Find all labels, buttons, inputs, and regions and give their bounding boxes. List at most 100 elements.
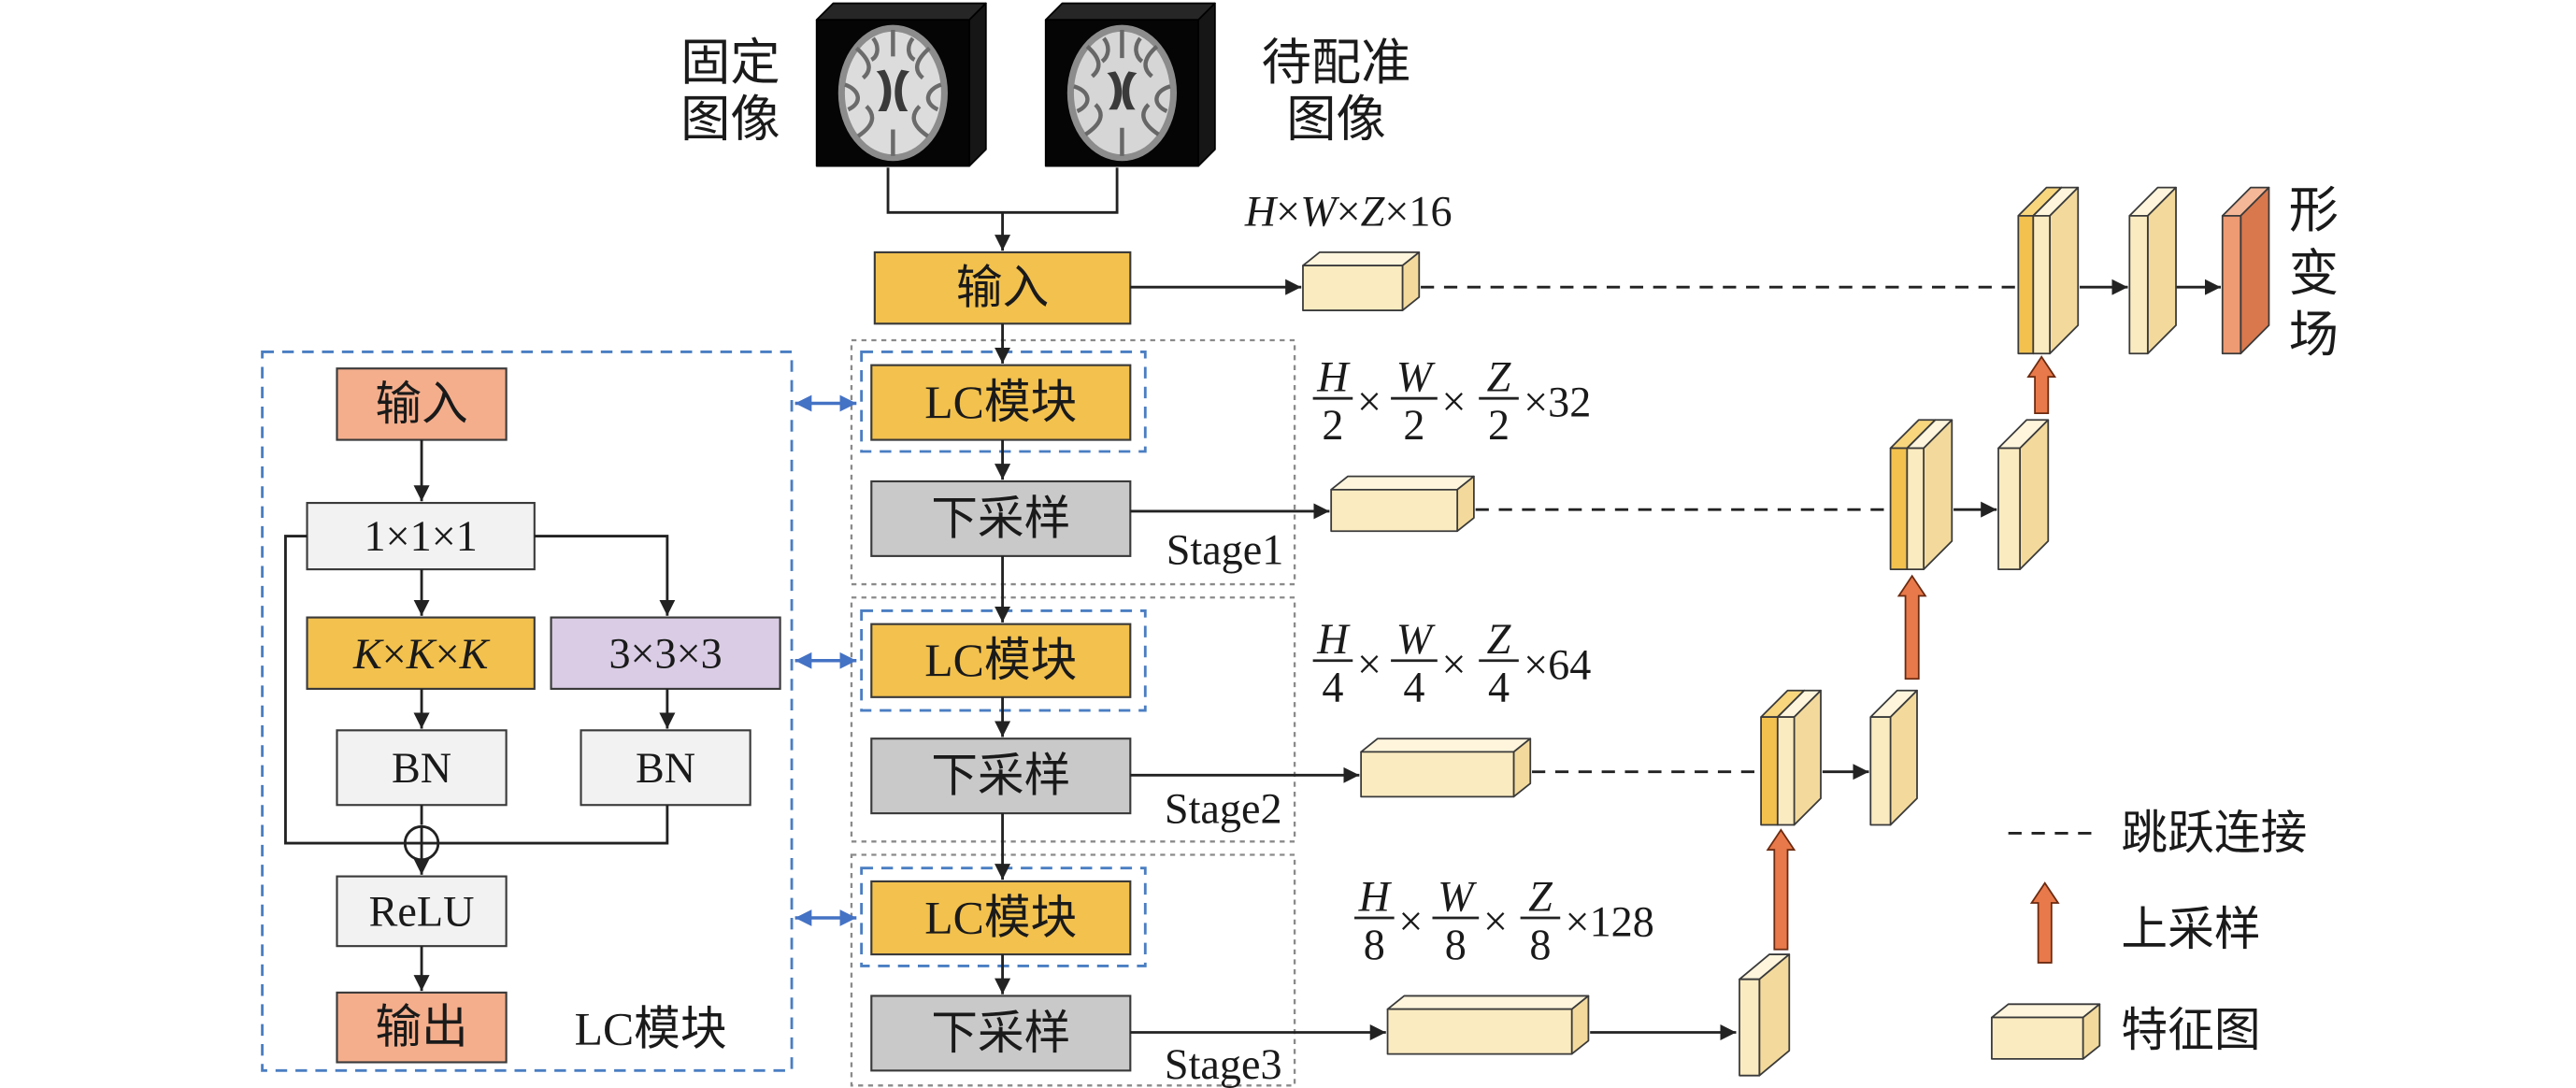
lc-module-title: LC模块 [575, 1003, 727, 1054]
feature-map-full-res-front-face [1302, 265, 1404, 311]
dim-w: W [1438, 872, 1477, 920]
conv-3x3x3-box [550, 616, 781, 690]
channel-term: ×32 [1524, 378, 1591, 425]
image-merge-line [886, 167, 1119, 214]
times-sign: × [1524, 378, 1548, 425]
decoder-feature-stage1-front-face [1997, 447, 2021, 570]
deformation-field-volume-right-face [2240, 186, 2270, 355]
stage1-downsample-box [870, 480, 1132, 557]
branch-arrow [534, 535, 676, 616]
output-label-char: 变 [2289, 246, 2339, 301]
upsample-arrows [1766, 355, 2060, 964]
feature-map-eighth-res-front-face [1386, 1008, 1573, 1055]
channel-count: 16 [1409, 187, 1452, 235]
decoder-feature-full-front-face [2128, 214, 2149, 355]
fixed-image-label-line1: 固定 [680, 36, 780, 91]
feature-map-quarter-res-front-face [1360, 751, 1515, 798]
dim-z: Z [1487, 353, 1512, 401]
concat-upsampled-stage1 [1906, 419, 1953, 570]
concat-upsampled-full-front-face [2032, 214, 2051, 355]
concat-upsampled-full [2032, 186, 2080, 355]
moving-image-volume-top-face [1044, 2, 1216, 21]
decoder-feature-stage2 [1869, 689, 1918, 826]
times-sign: × [1566, 897, 1590, 945]
dim-w: W [1300, 187, 1339, 235]
stage1-downsample-label: 下采样 [931, 493, 1070, 544]
times-sign: × [1337, 187, 1361, 235]
legend: 跳跃连接 上采样 特征图 [2008, 808, 2307, 1056]
legend-feature-map-icon [1991, 1003, 2101, 1060]
residual-skip-line [284, 535, 406, 845]
times-sign: × [382, 629, 407, 677]
concat-upsampled-stage1-front-face [1906, 447, 1925, 570]
fixed-image-label-line2: 图像 [680, 92, 780, 147]
stage1-frame [850, 338, 1296, 586]
stage3-frame [850, 853, 1296, 1087]
fixed-image-volume-right-face [968, 2, 987, 167]
deformation-field-volume [2221, 186, 2270, 355]
concat-upsampled-full-right-face [2049, 186, 2080, 355]
times-sign: × [436, 629, 460, 677]
legend-upsample-label: 上采样 [2121, 904, 2260, 955]
stage2-lc-block [870, 623, 1132, 698]
add-operator-icon [403, 824, 440, 862]
feature-size-label-eighth: H 8 × W 8 × Z 8 ×128 [1354, 872, 1654, 968]
stage2-downsample-box [870, 737, 1132, 815]
feature-map-full-res [1302, 251, 1421, 311]
feature-map-quarter-res-top-face [1360, 737, 1532, 753]
stage1-label: Stage1 [1166, 525, 1284, 573]
times-sign: × [1483, 897, 1508, 945]
denominator: 4 [1322, 664, 1343, 711]
dim-w: W [1396, 353, 1436, 401]
denominator: 8 [1364, 921, 1385, 968]
channel-count: 128 [1590, 897, 1654, 945]
moving-image-label-line1: 待配准 [1262, 36, 1411, 91]
bn-right-box [580, 729, 751, 807]
stage3-downsample-box [870, 995, 1132, 1072]
stage3-lc-block [870, 880, 1132, 956]
conv-kxkxk-label: K×K×K [352, 629, 491, 677]
legend-upsample-arrow-icon [2029, 881, 2060, 964]
concat-skip-stage2-front-face [1760, 716, 1779, 826]
kernel-k: K [406, 629, 437, 677]
stage2-label: Stage2 [1165, 784, 1282, 832]
denominator: 2 [1403, 401, 1424, 449]
moving-image-label-line2: 图像 [1286, 92, 1386, 147]
stage1-lc-block-label: LC模块 [924, 377, 1077, 428]
upsample-arrow [1766, 828, 1796, 951]
denominator: 8 [1529, 921, 1551, 968]
denominator: 2 [1322, 401, 1343, 449]
lc-module-detail-frame [261, 351, 794, 1072]
feature-map-eighth-res-top-face [1386, 995, 1590, 1010]
feature-map-cubes [1302, 186, 2270, 1077]
feature-size-label-quarter: H 4 × W 4 × Z 4 ×64 [1312, 615, 1591, 711]
brain-ventricles [876, 69, 910, 111]
brain-sulci [1073, 29, 1171, 156]
moving-brain-scan [1066, 24, 1178, 162]
legend-feature-map-icon-front-face [1991, 1016, 2084, 1060]
feature-map-half-res [1330, 475, 1475, 533]
channel-count: 32 [1548, 378, 1591, 425]
times-sign: × [1442, 640, 1467, 688]
dim-z: Z [1487, 615, 1512, 663]
dim-h: H [1316, 615, 1351, 663]
output-label-char: 场 [2289, 308, 2339, 363]
lc-input-box [336, 367, 508, 441]
dim-z: Z [1361, 187, 1386, 235]
feature-map-half-res-front-face [1330, 488, 1459, 533]
times-sign: × [1276, 187, 1300, 235]
stage2-downsample-label: 下采样 [931, 751, 1070, 802]
relu-box [336, 875, 508, 948]
decoder-feature-full [2128, 186, 2177, 355]
legend-feature-map-label: 特征图 [2121, 1005, 2260, 1056]
denominator: 4 [1488, 664, 1510, 711]
deformation-field-volume-front-face [2221, 214, 2242, 355]
output-label-char: 形 [2289, 183, 2339, 238]
conv-3x3x3-label: 3×3×3 [608, 629, 722, 677]
stage2-lc-block-label: LC模块 [924, 635, 1077, 686]
fixed-brain-scan [837, 24, 948, 162]
feature-size-label-full: H×W×Z×16 [1244, 187, 1453, 235]
times-sign: × [1384, 187, 1409, 235]
stage3-lc-block-label: LC模块 [924, 892, 1077, 943]
decoder-feature-stage3-front-face [1739, 978, 1761, 1077]
